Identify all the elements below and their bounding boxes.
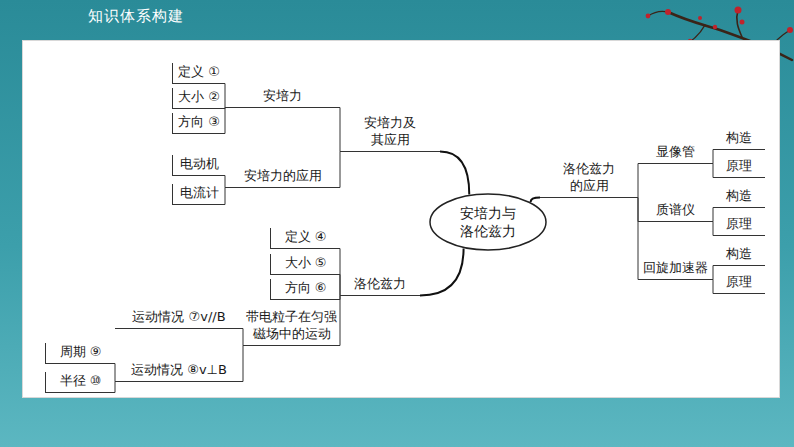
branch-label: 方向 ⑥: [285, 280, 327, 297]
mindmap-branch: 电动机: [172, 155, 225, 176]
mindmap-connector: [225, 188, 226, 205]
mindmap-branch: 电流计: [172, 184, 225, 205]
mindmap-branch: 回旋加速器: [638, 259, 713, 280]
mindmap-branch: 大小 ②: [172, 88, 225, 109]
mindmap-branch: 构造: [713, 187, 765, 208]
mindmap-branch: 方向 ③: [172, 113, 225, 134]
mindmap-branch: 运动情况 ⑦v//B: [115, 308, 243, 329]
branch-label: 原理: [726, 274, 752, 291]
branch-label: 构造: [726, 246, 752, 263]
branch-label: 原理: [726, 158, 752, 175]
branch-label: 原理: [726, 216, 752, 233]
branch-label: 显像管: [656, 144, 695, 161]
mindmap-branch: 原理: [713, 157, 765, 178]
mindmap-branch: 安培力及 其应用: [340, 114, 440, 152]
branch-label: 回旋加速器: [643, 260, 708, 277]
branch-label: 洛伦兹力 的应用: [556, 161, 622, 195]
mindmap-branch: 周期 ⑨: [45, 343, 115, 364]
branch-label: 周期 ⑨: [60, 344, 102, 361]
mindmap-connector: [243, 346, 244, 382]
branch-label: 大小 ②: [178, 89, 220, 106]
branch-label: 构造: [726, 188, 752, 205]
mindmap-connector: [531, 198, 540, 202]
branch-label: 电动机: [180, 156, 219, 173]
branch-label: 定义 ①: [178, 64, 220, 81]
mindmap-connector: [225, 108, 226, 134]
branch-label: 带电粒子在匀强 磁场中的运动: [245, 309, 338, 343]
mindmap-branch: 带电粒子在匀强 磁场中的运动: [243, 308, 340, 346]
mindmap-connector: [115, 382, 116, 393]
mindmap-branch: 定义 ④: [270, 228, 340, 249]
ellipse-outline: [429, 193, 547, 251]
mindmap-branch: 大小 ⑤: [270, 254, 340, 275]
mindmap-connector: [340, 152, 341, 188]
mindmap-branch: 安培力: [225, 87, 340, 108]
branch-label: 方向 ③: [178, 114, 220, 131]
mindmap-branch: 洛伦兹力: [340, 275, 420, 296]
mindmap-branch: 洛伦兹力 的应用: [540, 160, 638, 198]
branch-label: 半径 ⑩: [60, 373, 102, 390]
mindmap-connector: [340, 296, 341, 346]
branch-label: 安培力的应用: [244, 168, 322, 185]
branch-label: 运动情况 ⑧v⊥B: [131, 362, 227, 379]
mindmap-connector: [638, 164, 639, 198]
white-panel: [22, 40, 780, 398]
mindmap-branch: 构造: [713, 129, 765, 150]
branch-label: 大小 ⑤: [285, 255, 327, 272]
mindmap-branch: 方向 ⑥: [270, 279, 340, 300]
mindmap-branch: 原理: [713, 273, 765, 294]
mindmap-branch: 质谱仪: [638, 201, 713, 222]
mindmap-branch: 定义 ①: [172, 63, 225, 84]
mindmap-connector: [420, 248, 464, 295]
branch-label: 质谱仪: [656, 202, 695, 219]
center-label: 安培力与 洛伦兹力: [453, 204, 523, 240]
branch-label: 构造: [726, 130, 752, 147]
branch-label: 安培力: [263, 88, 302, 105]
page-title: 知识体系构建: [88, 7, 184, 26]
mindmap-branch: 安培力的应用: [225, 167, 340, 188]
branch-label: 安培力及 其应用: [357, 115, 423, 149]
mindmap-branch: 显像管: [638, 143, 713, 164]
mindmap-branch: 构造: [713, 245, 765, 266]
mindmap-branch: 运动情况 ⑧v⊥B: [115, 361, 243, 382]
branch-label: 运动情况 ⑦v//B: [132, 309, 225, 326]
branch-label: 电流计: [180, 185, 219, 202]
branch-label: 定义 ④: [285, 229, 327, 246]
branch-label: 洛伦兹力: [354, 276, 406, 293]
mindmap-branch: 原理: [713, 215, 765, 236]
central-ellipse: 安培力与 洛伦兹力: [429, 193, 547, 251]
mindmap-branch: 半径 ⑩: [45, 372, 115, 393]
mindmap-connector: [440, 152, 469, 195]
